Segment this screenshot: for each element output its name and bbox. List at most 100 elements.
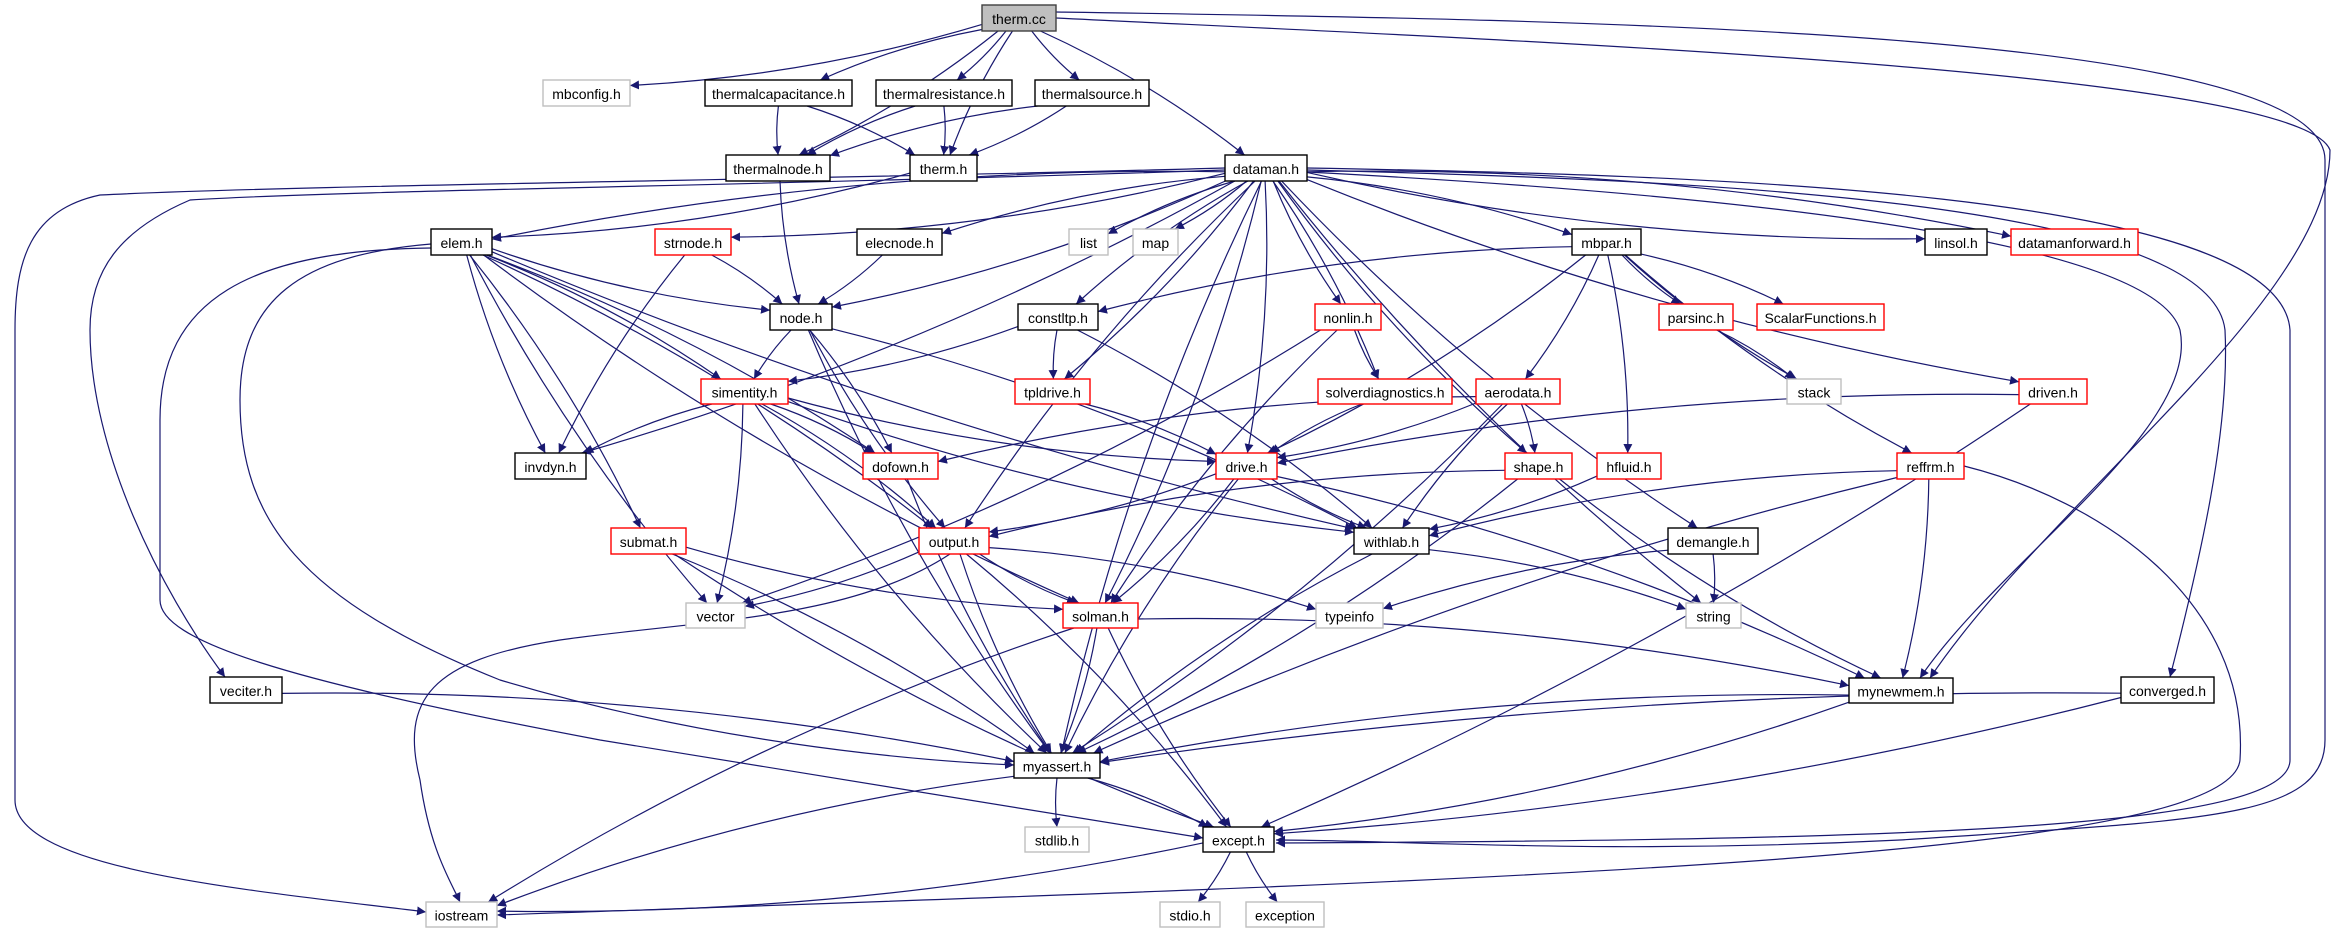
- edge-elecnode-h-to-node-h: [817, 254, 883, 305]
- node-solman-h[interactable]: solman.h: [1062, 602, 1139, 629]
- edge-demangle-h-to-typeinfo: [1382, 549, 1669, 611]
- node-box: [1786, 378, 1842, 405]
- node-output-h[interactable]: output.h: [918, 527, 990, 555]
- edge-node-h-to-simentity-h: [753, 329, 792, 380]
- node-box: [1658, 303, 1734, 331]
- node-converged-h[interactable]: converged.h: [2120, 676, 2215, 704]
- edge-strnode-h-to-node-h: [711, 254, 783, 305]
- node-invdyn-h[interactable]: invdyn.h: [514, 452, 587, 480]
- node-simentity-h[interactable]: simentity.h: [700, 378, 789, 405]
- edge-mbpar-h-to-parsinc-h: [1621, 254, 1681, 305]
- edge-simentity-h-to-myassert-h: [754, 403, 1048, 754]
- edge-therm-cc-to-mbconfig-h: [629, 23, 983, 90]
- node-parsinc-h[interactable]: parsinc.h: [1658, 303, 1734, 331]
- edge-mbpar-h-to-aerodata-h: [1524, 254, 1600, 380]
- node-box: [1756, 303, 1885, 331]
- edge-solman-h-to-iostream: [487, 627, 1074, 903]
- node-label: constltp.h: [1028, 310, 1088, 326]
- node-linsol-h[interactable]: linsol.h: [1924, 228, 1988, 256]
- node-node-h[interactable]: node.h: [769, 303, 833, 331]
- node-withlab-h[interactable]: withlab.h: [1353, 527, 1430, 555]
- edge-nonlin-h-to-solverdiagnostics-h: [1353, 329, 1380, 380]
- node-box: [1896, 452, 1965, 480]
- node-elecnode-h[interactable]: elecnode.h: [856, 228, 943, 256]
- node-box: [685, 602, 746, 629]
- node-thermalresistance-h[interactable]: thermalresistance.h: [875, 79, 1013, 107]
- edge-elem-h-to-simentity-h: [485, 254, 722, 380]
- node-solverdiagnostics-h[interactable]: solverdiagnostics.h: [1317, 378, 1453, 405]
- node-box: [542, 79, 631, 107]
- edge-withlab-h-to-myassert-h: [1075, 553, 1373, 754]
- edge-mbpar-h-to-constltp-h: [1097, 246, 1573, 314]
- edge-shape-h-to-mynewmem-h: [1559, 478, 1882, 679]
- node-label: therm.cc: [992, 11, 1046, 27]
- node-label: stack: [1798, 385, 1832, 401]
- node-label: vector: [696, 609, 734, 625]
- edge-elem-h-to-dofown-h: [486, 254, 876, 454]
- edge-elem-h-to-except-h: [159, 247, 1204, 841]
- node-thermalsource-h[interactable]: thermalsource.h: [1034, 79, 1150, 107]
- edge-constltp-h-to-tpldrive-h: [1048, 329, 1058, 380]
- edge-mbpar-h-to-drive-h: [1267, 254, 1586, 454]
- node-elem-h[interactable]: elem.h: [430, 228, 493, 256]
- node-driven-h[interactable]: driven.h: [2018, 378, 2088, 405]
- node-mynewmem-h[interactable]: mynewmem.h: [1848, 677, 1954, 704]
- node-string: string: [1685, 602, 1742, 629]
- edge-therm-cc-to-thermalcapacitance-h: [819, 28, 983, 81]
- node-box: [1667, 527, 1759, 555]
- edge-submat-h-to-except-h: [673, 553, 1215, 829]
- node-box: [1215, 452, 1278, 480]
- node-dofown-h[interactable]: dofown.h: [862, 452, 939, 480]
- edge-converged-h-to-myassert-h: [1099, 692, 2122, 766]
- edge-output-h-to-vector: [744, 551, 920, 610]
- node-aerodata-h[interactable]: aerodata.h: [1475, 378, 1561, 405]
- node-iostream: iostream: [425, 901, 498, 928]
- node-box: [981, 4, 1057, 32]
- node-veciter-h[interactable]: veciter.h: [209, 676, 283, 704]
- edge-node-h-to-withlab-h: [831, 328, 1358, 529]
- node-label: stdlib.h: [1035, 833, 1079, 849]
- node-label: strnode.h: [664, 235, 722, 251]
- node-except-h[interactable]: except.h: [1202, 826, 1275, 853]
- edge-myassert-h-to-except-h: [1087, 777, 1209, 828]
- node-drive-h[interactable]: drive.h: [1215, 452, 1278, 480]
- node-scalarfunctions-h[interactable]: ScalarFunctions.h: [1756, 303, 1885, 331]
- node-label: mbconfig.h: [552, 86, 620, 102]
- node-box: [2010, 228, 2139, 256]
- node-label: ScalarFunctions.h: [1764, 310, 1876, 326]
- node-thermalcapacitance-h[interactable]: thermalcapacitance.h: [704, 79, 853, 107]
- node-label: therm.h: [920, 161, 967, 177]
- edge-tpldrive-h-to-drive-h: [1084, 403, 1217, 455]
- node-reffrm-h[interactable]: reffrm.h: [1896, 452, 1965, 480]
- node-strnode-h[interactable]: strnode.h: [654, 228, 732, 256]
- node-label: iostream: [435, 908, 489, 924]
- node-label: map: [1142, 235, 1169, 251]
- node-mbpar-h[interactable]: mbpar.h: [1571, 228, 1642, 256]
- node-demangle-h[interactable]: demangle.h: [1667, 527, 1759, 555]
- node-therm-cc[interactable]: therm.cc: [981, 4, 1057, 32]
- node-submat-h[interactable]: submat.h: [610, 527, 687, 555]
- node-constltp-h[interactable]: constltp.h: [1017, 303, 1099, 331]
- node-nonlin-h[interactable]: nonlin.h: [1314, 303, 1382, 331]
- node-tpldrive-h[interactable]: tpldrive.h: [1014, 378, 1091, 405]
- node-box: [725, 154, 831, 182]
- node-box: [1245, 901, 1325, 928]
- node-label: datamanforward.h: [2018, 235, 2131, 251]
- node-box: [875, 79, 1013, 107]
- node-dataman-h[interactable]: dataman.h: [1224, 154, 1308, 182]
- node-box: [1224, 154, 1308, 182]
- node-box: [862, 452, 939, 480]
- node-datamanforward-h[interactable]: datamanforward.h: [2010, 228, 2139, 256]
- edge-dataman-h-to-mbpar-h: [1306, 176, 1573, 236]
- node-shape-h[interactable]: shape.h: [1504, 452, 1573, 480]
- node-box: [2018, 378, 2088, 405]
- edge-dataman-h-to-tpldrive-h: [1064, 180, 1255, 380]
- node-thermalnode-h[interactable]: thermalnode.h: [725, 154, 831, 182]
- edge-output-h-to-myassert-h: [959, 553, 1052, 754]
- edge-therm-cc-to-mynewmem-h: [1055, 17, 2331, 679]
- node-therm-h[interactable]: therm.h: [909, 154, 978, 182]
- node-myassert-h[interactable]: myassert.h: [1013, 752, 1101, 779]
- edge-dataman-h-to-output-h: [964, 180, 1256, 529]
- edge-thermalresistance-h-to-therm-h: [940, 105, 950, 156]
- node-hfluid-h[interactable]: hfluid.h: [1596, 452, 1662, 480]
